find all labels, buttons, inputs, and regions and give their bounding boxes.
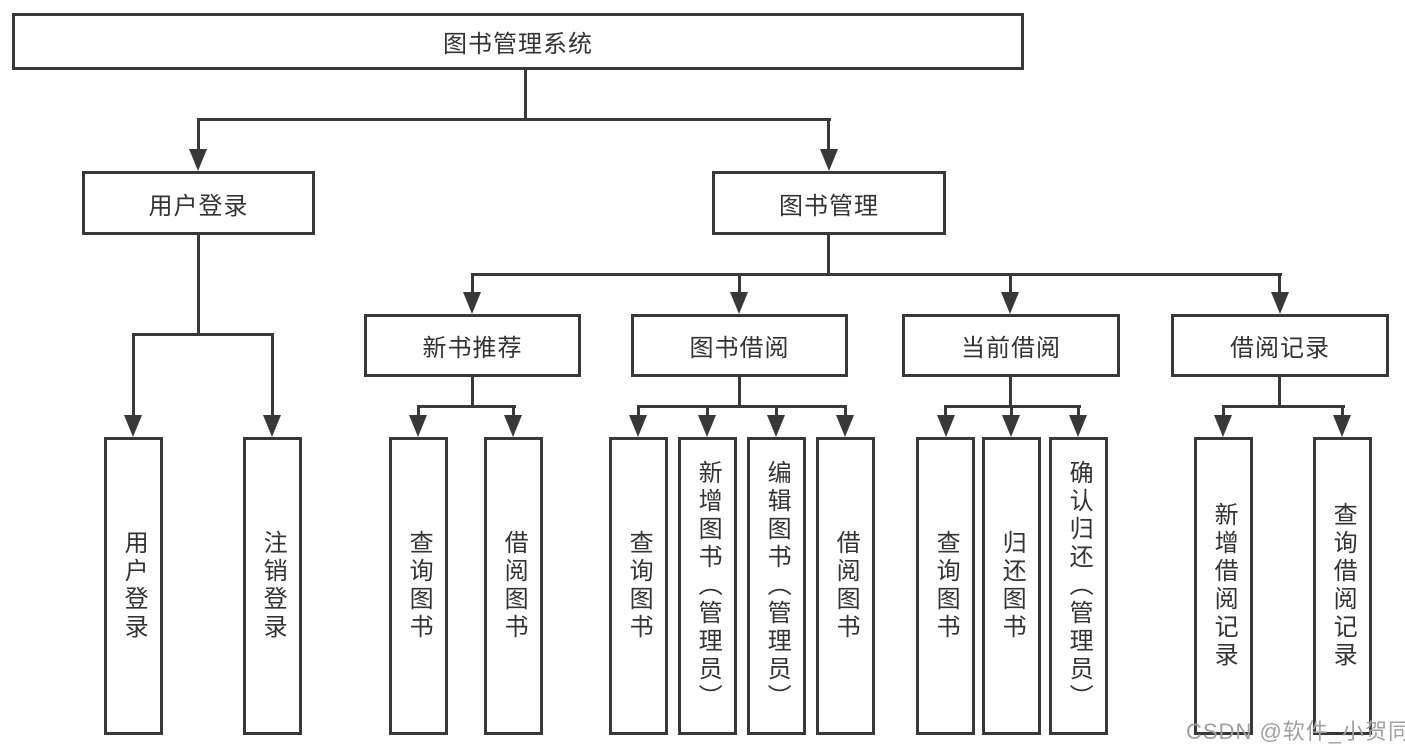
arrowhead-down-icon [1001, 292, 1019, 314]
node-root: 图书管理系统 [12, 13, 1024, 70]
arrowhead-down-icon [836, 415, 854, 437]
node-current-borrow: 当前借阅 [902, 314, 1120, 377]
connector-shaft [471, 273, 474, 296]
connector-shaft [1009, 273, 1012, 296]
arrowhead-down-icon [189, 149, 207, 171]
leaf-confirm-return-admin: 确认归还（管理员） [1049, 437, 1108, 735]
connector-shaft [132, 333, 135, 417]
leaf-add-book-admin-label: 新增图书（管理员） [694, 460, 722, 712]
arrowhead-down-icon [730, 292, 748, 314]
connector-shaft [706, 405, 709, 419]
leaf-confirm-return-admin-label: 确认归还（管理员） [1065, 460, 1093, 712]
leaf-add-borrow-record-label: 新增借阅记录 [1210, 502, 1238, 670]
arrowhead-down-icon [1069, 415, 1087, 437]
connector-shaft [417, 405, 420, 419]
node-book-management: 图书管理 [712, 171, 946, 235]
connector-shaft [738, 273, 741, 296]
node-new-book-recommend: 新书推荐 [364, 314, 581, 377]
connector-shaft [271, 333, 274, 417]
leaf-user-login: 用户登录 [104, 437, 163, 735]
leaf-recommend-borrow-book: 借阅图书 [484, 437, 543, 735]
leaf-borrow-query-book: 查询图书 [609, 437, 668, 735]
leaf-add-borrow-record: 新增借阅记录 [1194, 437, 1253, 735]
connector-shaft [512, 405, 515, 419]
connector-stem [197, 232, 200, 336]
connector-bar [417, 405, 516, 408]
leaf-return-book: 归还图书 [982, 437, 1041, 735]
leaf-recommend-query-book: 查询图书 [389, 437, 448, 735]
leaf-current-query-book-label: 查询图书 [932, 530, 960, 642]
arrowhead-down-icon [698, 415, 716, 437]
arrowhead-down-icon [1002, 415, 1020, 437]
node-book-borrow-label: 图书借阅 [689, 335, 790, 362]
connector-stem [471, 375, 474, 408]
arrowhead-down-icon [409, 415, 427, 437]
arrowhead-down-icon [937, 415, 955, 437]
connector-shaft [1278, 273, 1281, 296]
arrowhead-down-icon [1333, 415, 1351, 437]
leaf-borrow-book-label: 借阅图书 [832, 530, 860, 642]
leaf-logout: 注销登录 [243, 437, 302, 735]
connector-stem [1009, 375, 1012, 408]
connector-shaft [197, 118, 200, 151]
connector-shaft [827, 118, 830, 151]
leaf-edit-book-admin: 编辑图书（管理员） [747, 437, 806, 735]
leaf-recommend-borrow-book-label: 借阅图书 [500, 530, 528, 642]
arrowhead-down-icon [1214, 415, 1232, 437]
connector-shaft [775, 405, 778, 419]
connector-stem [827, 232, 830, 276]
node-book-borrow: 图书借阅 [631, 314, 848, 377]
connector-bar [637, 405, 847, 408]
arrowhead-down-icon [263, 415, 281, 437]
leaf-borrow-book: 借阅图书 [816, 437, 875, 735]
connector-shaft [1010, 405, 1013, 419]
connector-shaft [1077, 405, 1080, 419]
arrowhead-down-icon [463, 292, 481, 314]
connector-bar [1222, 405, 1345, 408]
leaf-return-book-label: 归还图书 [998, 530, 1026, 642]
connector-bar [132, 333, 274, 336]
connector-bar [197, 118, 831, 121]
connector-shaft [1222, 405, 1225, 419]
connector-shaft [844, 405, 847, 419]
connector-stem [738, 375, 741, 408]
leaf-user-login-label: 用户登录 [120, 530, 148, 642]
connector-shaft [944, 405, 947, 419]
arrowhead-down-icon [504, 415, 522, 437]
node-book-management-label: 图书管理 [779, 192, 879, 220]
arrowhead-down-icon [820, 149, 838, 171]
node-new-book-recommend-label: 新书推荐 [422, 335, 523, 362]
node-root-label: 图书管理系统 [443, 31, 593, 58]
leaf-current-query-book: 查询图书 [916, 437, 975, 735]
leaf-add-book-admin: 新增图书（管理员） [678, 437, 737, 735]
arrowhead-down-icon [767, 415, 785, 437]
leaf-recommend-query-book-label: 查询图书 [405, 530, 433, 642]
connector-shaft [637, 405, 640, 419]
connector-stem [524, 69, 527, 121]
node-current-borrow-label: 当前借阅 [961, 335, 1061, 362]
leaf-query-borrow-record: 查询借阅记录 [1313, 437, 1372, 735]
leaf-logout-label: 注销登录 [259, 530, 287, 642]
connector-bar [471, 273, 1282, 276]
node-borrow-records-label: 借阅记录 [1230, 335, 1330, 362]
arrowhead-down-icon [124, 415, 142, 437]
node-user-login: 用户登录 [82, 171, 315, 235]
connector-shaft [1341, 405, 1344, 419]
arrowhead-down-icon [1271, 292, 1289, 314]
csdn-watermark: CSDN @软件_小贺同学 [1186, 719, 1405, 744]
leaf-borrow-query-book-label: 查询图书 [625, 530, 653, 642]
leaf-edit-book-admin-label: 编辑图书（管理员） [763, 460, 791, 712]
leaf-query-borrow-record-label: 查询借阅记录 [1329, 502, 1357, 670]
connector-stem [1278, 375, 1281, 408]
arrowhead-down-icon [629, 415, 647, 437]
node-user-login-label: 用户登录 [148, 192, 249, 220]
node-borrow-records: 借阅记录 [1171, 314, 1389, 377]
